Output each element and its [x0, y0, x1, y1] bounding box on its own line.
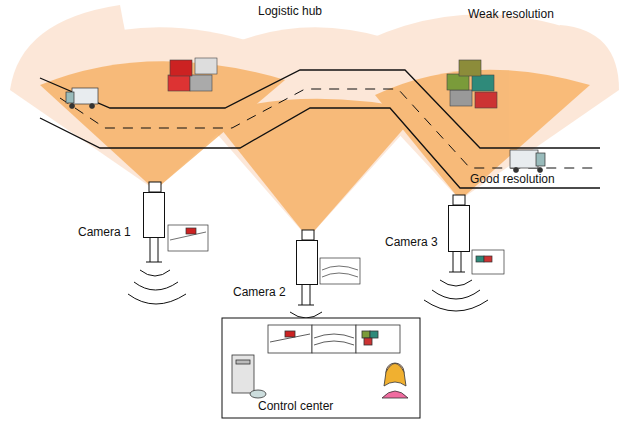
area-label: Logistic hub [258, 4, 322, 18]
node-label: Control center [258, 399, 333, 413]
node-label: Camera 1 [78, 225, 131, 239]
node-label: Camera 2 [233, 285, 286, 299]
area-label: Weak resolution [468, 7, 554, 21]
control-center-box: Control center [222, 318, 420, 418]
camera-body: Camera 3 [448, 205, 470, 252]
area-label: Good resolution [470, 172, 555, 186]
camera-body: Camera 2 [296, 240, 318, 285]
camera-body: Camera 1 [143, 192, 165, 238]
node-label: Camera 3 [385, 235, 438, 249]
